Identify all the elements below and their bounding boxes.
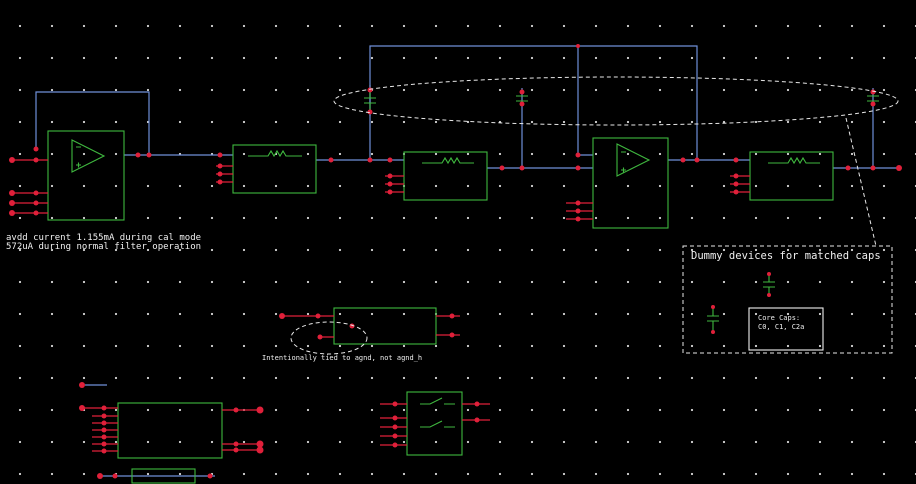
leader-line	[845, 117, 877, 247]
current-note-line1: avdd current 1.155mA during cal mode	[6, 233, 202, 243]
opamp2-instance[interactable]	[592, 137, 669, 229]
opamp-symbol	[71, 139, 651, 177]
pins	[9, 44, 902, 479]
instance-blocks	[47, 130, 834, 484]
core-caps-box[interactable]	[748, 307, 824, 351]
switch-instance[interactable]	[406, 391, 463, 456]
wire-top-rail[interactable]	[369, 45, 698, 160]
resistor-symbol	[248, 149, 820, 165]
bottom-instance[interactable]	[131, 468, 196, 484]
capacitor-symbol	[364, 90, 879, 333]
dummy-caps-ellipse[interactable]	[333, 76, 899, 126]
dummy-devices-title: Dummy devices for matched caps	[691, 250, 881, 262]
tied-note-ellipse[interactable]	[290, 321, 368, 355]
filter1-instance[interactable]	[232, 144, 317, 194]
wire-rail-to-opamp2[interactable]	[577, 46, 593, 156]
annotation-outlines	[290, 76, 899, 355]
lower-left-instance[interactable]	[117, 402, 223, 459]
switch-symbol	[420, 397, 455, 428]
tied-note-label: Intentionally tied to agnd, not agnd_h	[262, 354, 423, 362]
dummy-devices-box[interactable]	[682, 245, 893, 354]
opamp1-instance[interactable]	[47, 130, 125, 221]
current-note-line2: 572uA during normal filter operation	[6, 242, 202, 252]
core-caps-line1: Core Caps:	[758, 314, 801, 322]
wire-opamp1-feedback[interactable]	[35, 91, 150, 155]
mid-instance[interactable]	[333, 307, 437, 345]
core-caps-line2: C0, C1, C2a	[758, 323, 805, 331]
